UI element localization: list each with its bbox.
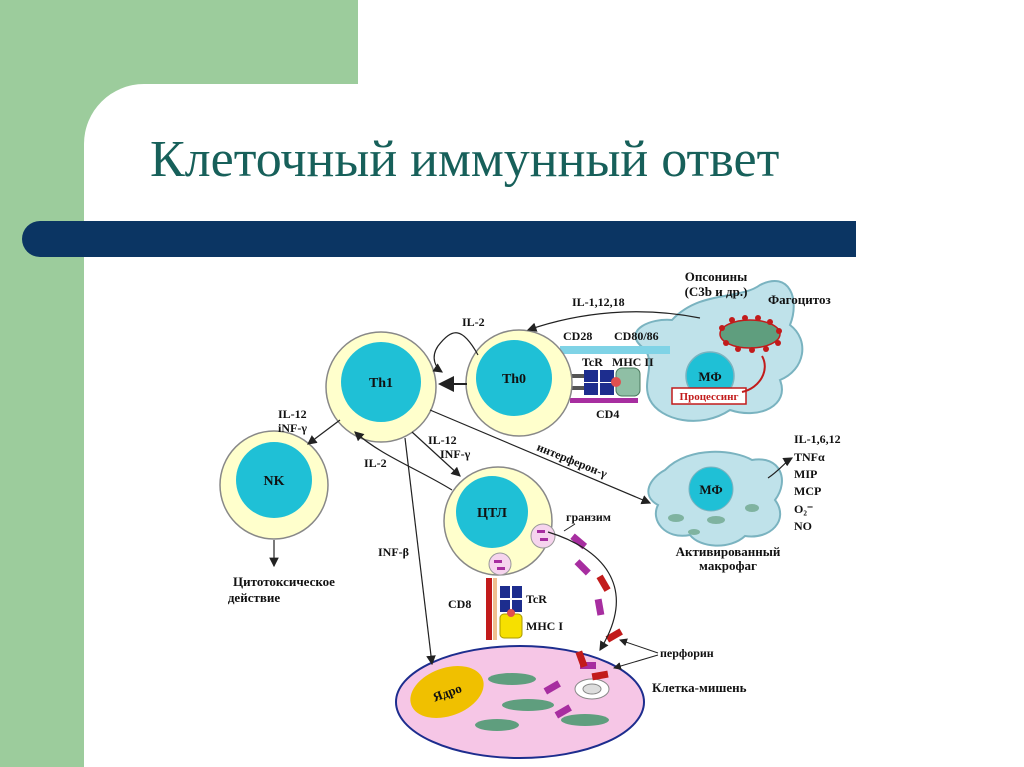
th0-nucleus	[476, 340, 552, 416]
il-2-lower-label: IL-2	[364, 456, 387, 470]
cytokine-release-arrow	[767, 457, 794, 479]
phagocytosis-label: Фагоцитоз	[768, 292, 831, 307]
title-underline-bar	[22, 221, 856, 257]
th0-label: Th0	[502, 372, 526, 387]
activated-macrophage-label-line1: Активированный	[676, 544, 781, 559]
perforin-granules	[575, 574, 623, 681]
processing-box	[671, 387, 747, 405]
interferon-gamma-label: интерферон-γ	[535, 440, 610, 481]
tcr-bottom-label: TcR	[526, 592, 547, 606]
granzyme-label: гранзим	[566, 510, 611, 524]
th1-to-ctl-arrow	[411, 431, 461, 477]
activated-macrophage-label-line2: макрофаг	[699, 558, 757, 573]
ctl-nucleus	[456, 476, 528, 548]
perforin-pointer-2	[613, 654, 659, 670]
inf-beta-label: INF-β	[378, 545, 409, 559]
target-organelles	[475, 673, 609, 731]
cytotoxic-label-line1: Цитотоксическое	[233, 574, 335, 589]
tcr-mhc-i-complex	[499, 586, 523, 639]
perforin-pore-core	[582, 683, 602, 695]
ctl-granules	[494, 530, 548, 570]
cd8-receptor-inner	[493, 578, 497, 640]
il-1-12-18-label: IL-1,12,18	[572, 295, 625, 309]
cd8-label: CD8	[448, 597, 471, 611]
cytokine-item: MCP	[794, 484, 821, 498]
nk-label: NK	[264, 474, 285, 489]
th1-to-nk-arrow	[307, 419, 341, 445]
th1-nucleus	[341, 342, 421, 422]
il-2-feedback-arrow	[354, 431, 453, 491]
il-2-autocrine-arrow	[432, 332, 479, 373]
tcr-top-label: TcR	[582, 355, 603, 369]
cd28-label: CD28	[563, 329, 592, 343]
cd80-86-label: CD80/86	[614, 329, 659, 343]
inf-beta-arrow	[404, 437, 436, 666]
perforin-pointer-1	[619, 638, 659, 654]
ctl-granule-vesicle-2	[488, 552, 512, 576]
activated-macrophage-mf-label: МФ	[699, 482, 722, 497]
nk-nucleus	[236, 442, 312, 518]
cytokine-item: IL-1,6,12	[794, 432, 841, 446]
activated-macrophage-nucleus	[688, 466, 734, 512]
mhc-i-label: MHC I	[526, 619, 563, 633]
cd4-label: CD4	[596, 407, 619, 421]
cytokine-item: NO	[794, 519, 812, 533]
cytokine-item: TNFα	[794, 450, 825, 464]
il-1-12-18-arrow	[526, 311, 701, 332]
opsonin-dots	[719, 315, 782, 353]
interferon-gamma-arrow	[429, 409, 652, 505]
il-2-top-label: IL-2	[462, 315, 485, 329]
opsonins-label-line2: (С3b и др.)	[685, 284, 748, 299]
perforin-label: перфорин	[660, 646, 714, 660]
macrophage-top-label: МФ	[698, 369, 721, 384]
cd4-receptor	[570, 398, 638, 403]
ctl-granule-vesicle	[530, 523, 556, 549]
cd8-receptor	[486, 578, 492, 640]
cytokine-list: IL-1,6,12 TNFα MIP MCP O₂⁻ NO	[794, 432, 841, 533]
cd28-receptor	[560, 346, 670, 354]
opsonins-label-line1: Опсонины	[685, 269, 748, 284]
target-cell-label: Клетка-мишень	[652, 680, 747, 695]
granule-path-arrow	[547, 531, 617, 652]
macrophage-top	[634, 280, 804, 422]
inf-gamma-ctl-label: INF-γ	[440, 447, 471, 461]
processing-arrow	[741, 355, 766, 393]
cytotoxic-label-line2: действие	[228, 590, 281, 605]
il-12-nk-label: IL-12	[278, 407, 307, 421]
il-12-ctl-label: IL-12	[428, 433, 457, 447]
target-nucleus	[410, 665, 484, 719]
slide-title: Клеточный иммунный ответ	[150, 131, 780, 188]
granzyme-pointer	[563, 523, 576, 532]
cytokine-item: MIP	[794, 467, 817, 481]
activated-macrophage-vesicles	[668, 504, 759, 535]
ctl-label: ЦТЛ	[477, 506, 508, 521]
granzyme-granules	[543, 533, 605, 719]
cytokine-item: O₂⁻	[794, 502, 813, 516]
tcr-mhc-ii-complex	[568, 367, 641, 397]
mhc-ii-label: MHC II	[612, 355, 654, 369]
processing-label: Процессинг	[680, 391, 739, 403]
inf-gamma-nk-label: iNF-γ	[278, 421, 307, 435]
th1-label: Th1	[369, 376, 393, 391]
